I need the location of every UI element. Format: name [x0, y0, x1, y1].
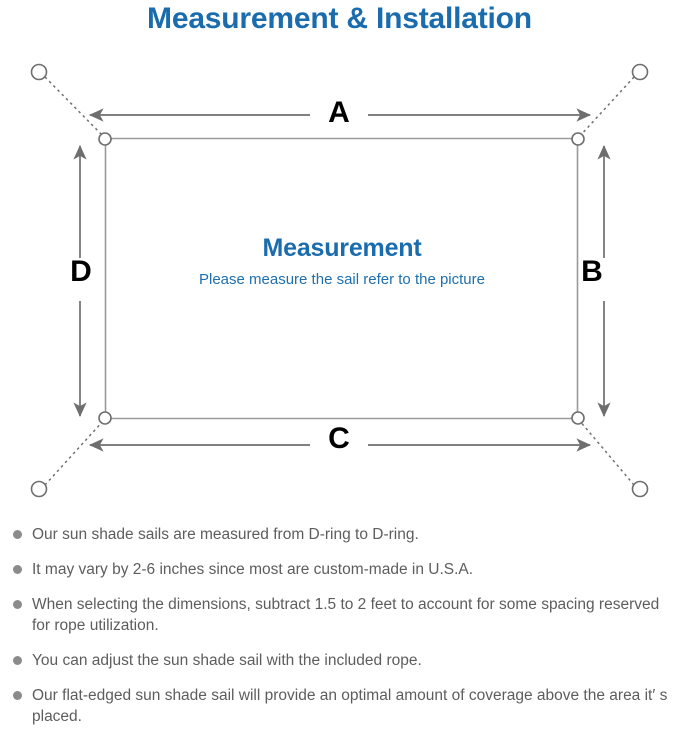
dimension-label-c: C [328, 422, 350, 455]
rope-line-top-left [44, 76, 105, 138]
rope-line-bottom-right [578, 419, 635, 486]
sail-outline [104, 137, 579, 420]
anchor-points [30, 63, 649, 498]
sail-center-title: Measurement [262, 234, 422, 262]
shade-sail-measurement-diagram: A C D B Measurement Please measure the s… [0, 48, 679, 510]
note-item: When selecting the dimensions, subtract … [0, 594, 679, 636]
bullet-icon [13, 565, 22, 574]
bullet-icon [13, 656, 22, 665]
dimension-label-a: A [328, 96, 350, 129]
anchor-point-bottom-left [30, 480, 48, 498]
rope-line-bottom-left [44, 419, 105, 486]
note-item: You can adjust the sun shade sail with t… [0, 650, 679, 671]
note-text: You can adjust the sun shade sail with t… [32, 652, 422, 669]
bullet-icon [13, 600, 22, 609]
page-title: Measurement & Installation [147, 2, 532, 35]
d-ring-top-left [98, 132, 112, 146]
bullet-icon [13, 691, 22, 700]
note-item: Our sun shade sails are measured from D-… [0, 524, 679, 545]
diagram-svg [30, 63, 649, 498]
notes-list: Our sun shade sails are measured from D-… [0, 524, 679, 741]
anchor-point-top-left [30, 63, 48, 81]
anchor-point-top-right [631, 63, 649, 81]
sail-center-subtitle: Please measure the sail refer to the pic… [199, 271, 485, 288]
note-item: It may vary by 2-6 inches since most are… [0, 559, 679, 580]
rope-line-top-right [578, 76, 635, 138]
note-text: Our sun shade sails are measured from D-… [32, 526, 419, 543]
sail-center-caption: Measurement Please measure the sail refe… [106, 233, 578, 290]
note-text: It may vary by 2-6 inches since most are… [32, 561, 474, 578]
d-ring-bottom-right [571, 411, 585, 425]
dimension-label-d: D [70, 255, 92, 288]
anchor-point-bottom-right [631, 480, 649, 498]
note-item: Our flat-edged sun shade sail will provi… [0, 685, 679, 727]
rope-lines [44, 76, 635, 486]
d-rings [98, 132, 585, 425]
dimension-label-b: B [581, 255, 603, 288]
note-text: Our flat-edged sun shade sail will provi… [32, 687, 668, 725]
d-ring-bottom-left [98, 411, 112, 425]
d-ring-top-right [571, 132, 585, 146]
note-text: When selecting the dimensions, subtract … [32, 596, 660, 634]
bullet-icon [13, 530, 22, 539]
